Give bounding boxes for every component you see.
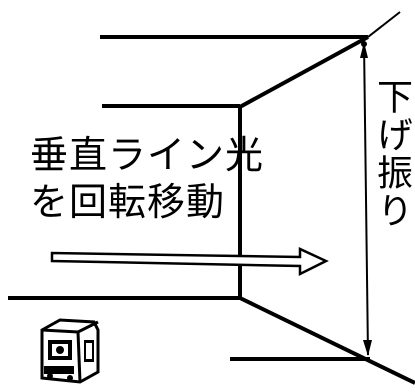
corner-perspective-bottom <box>239 296 415 385</box>
caption-line-1: 垂直ライン光 <box>30 133 265 177</box>
laser-level-device-icon <box>40 318 100 384</box>
vertical-label: 下げ振り <box>371 78 412 230</box>
right-edge-diagonal <box>367 11 401 38</box>
caption-line-2: を回転移動 <box>30 180 226 224</box>
corner-perspective-top <box>237 35 369 110</box>
plumb-bob-icon <box>360 41 372 356</box>
right-arrow-icon <box>50 247 329 277</box>
